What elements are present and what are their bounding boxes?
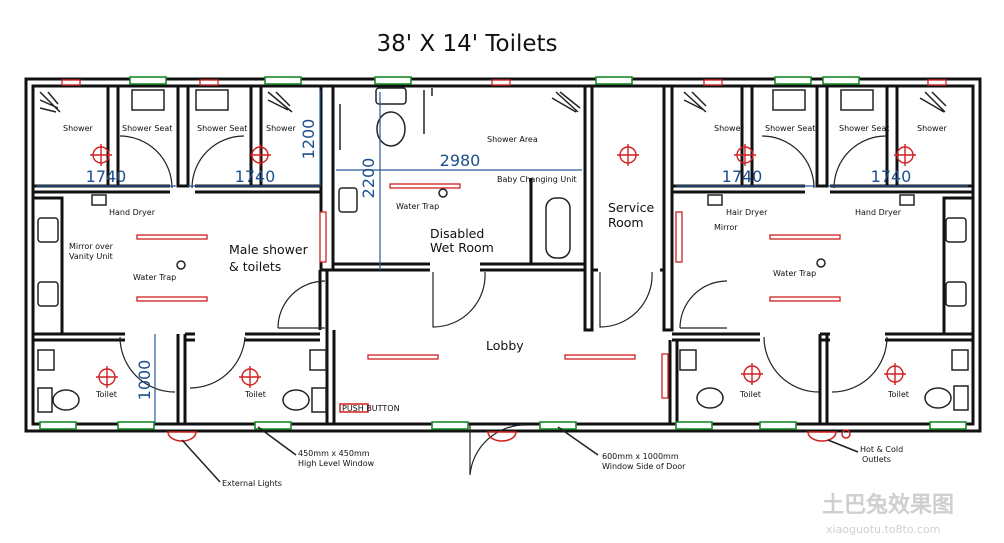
label-shower-area: Shower Area [487, 135, 538, 144]
dim-disabled-width: 2980 [440, 151, 481, 170]
label-shower-seat-4: Shower Seat [839, 124, 889, 133]
dim-right-shower-1: 1740 [722, 167, 763, 186]
label-toilet-4: Toilet [887, 390, 909, 399]
doors [119, 135, 888, 476]
callout-leaders [181, 426, 859, 483]
label-water-trap-2: Water Trap [396, 202, 439, 211]
shower-heads [39, 91, 947, 113]
dim-toilet-height: 1000 [135, 360, 154, 401]
dim-left-shower-height: 1200 [299, 119, 318, 160]
dimension-text: 1740 1740 2980 1740 1740 1200 2200 1000 [86, 119, 912, 401]
vents [61, 79, 947, 86]
watermark-brand: 土巴兔效果图 [822, 492, 954, 518]
label-water-trap-1: Water Trap [133, 273, 176, 282]
label-shower-3: Shower [714, 124, 745, 133]
dim-left-shower-1: 1740 [86, 167, 127, 186]
plan-title: 38' X 14' Toilets [376, 31, 557, 57]
ceiling-lights [90, 144, 916, 388]
label-window-450-line2: High Level Window [298, 459, 375, 468]
room-lobby: Lobby [486, 338, 524, 353]
shower-seats [131, 89, 874, 111]
label-toilet-1: Toilet [95, 390, 117, 399]
label-shower-seat-3: Shower Seat [765, 124, 815, 133]
label-window-600-line2: Window Side of Door [602, 462, 686, 471]
room-disabled-line2: Wet Room [430, 240, 494, 255]
outer-walls [24, 77, 982, 433]
room-male-line2: & toilets [229, 259, 281, 274]
dim-left-shower-2: 1740 [235, 167, 276, 186]
label-water-trap-3: Water Trap [773, 269, 816, 278]
callout-labels: External Lights 450mm x 450mm High Level… [222, 445, 903, 488]
room-service-line2: Room [608, 215, 644, 230]
label-shower-4: Shower [917, 124, 948, 133]
dimension-lines [36, 90, 968, 424]
label-mirror-vanity-line1: Mirror over [69, 242, 114, 251]
watermark: 土巴兔效果图 xiaoguotu.to8to.com [822, 492, 954, 536]
label-hand-dryer-2: Hand Dryer [855, 208, 902, 217]
room-male-line1: Male shower [229, 242, 309, 257]
room-disabled-line1: Disabled [430, 226, 484, 241]
fixtures [37, 87, 969, 442]
dim-right-shower-2: 1740 [871, 167, 912, 186]
label-baby-changing: Baby Changing Unit [497, 175, 577, 184]
label-hand-dryer-1: Hand Dryer [109, 208, 156, 217]
label-shower-2: Shower [266, 124, 297, 133]
room-labels: Male shower & toilets Disabled Wet Room … [229, 200, 655, 353]
label-hair-dryer: Hair Dryer [726, 208, 768, 217]
dim-disabled-height: 2200 [359, 158, 378, 199]
label-external-lights: External Lights [222, 479, 282, 488]
label-shower-seat-1: Shower Seat [122, 124, 172, 133]
label-window-450-line1: 450mm x 450mm [298, 449, 370, 458]
label-hot-cold-line2: Outlets [862, 455, 891, 464]
tube-lights [136, 183, 841, 399]
fixture-labels: Shower Shower Seat Shower Seat Shower Sh… [63, 124, 948, 413]
windows [39, 76, 967, 430]
room-service-line1: Service [608, 200, 655, 215]
label-hot-cold-line1: Hot & Cold [860, 445, 903, 454]
watermark-url: xiaoguotu.to8to.com [826, 523, 940, 536]
label-mirror-vanity-line2: Vanity Unit [69, 252, 113, 261]
label-toilet-2: Toilet [244, 390, 266, 399]
label-shower-1: Shower [63, 124, 94, 133]
label-mirror: Mirror [714, 223, 738, 232]
label-push-button: PUSH BUTTON [342, 404, 400, 413]
label-shower-seat-2: Shower Seat [197, 124, 247, 133]
label-toilet-3: Toilet [739, 390, 761, 399]
label-window-600-line1: 600mm x 1000mm [602, 452, 679, 461]
